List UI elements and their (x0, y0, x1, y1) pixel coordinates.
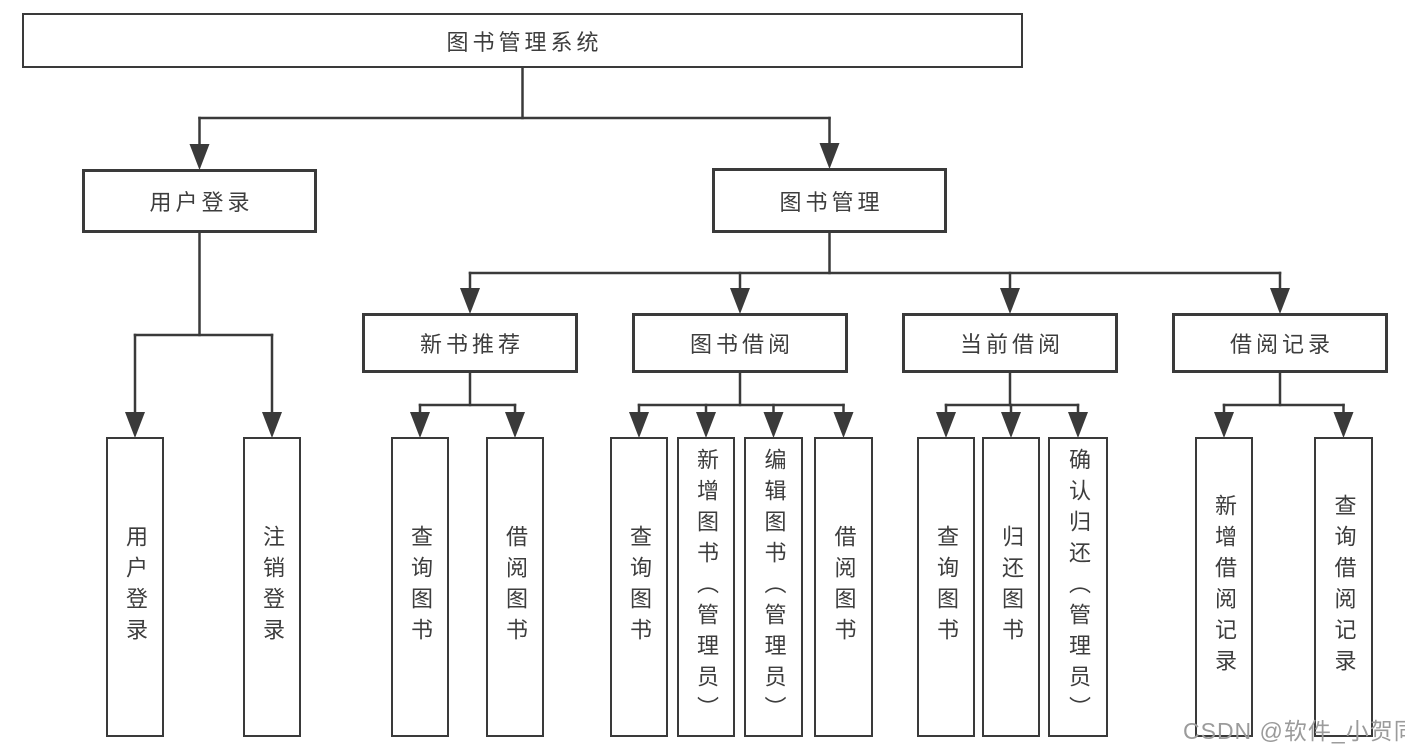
arrowhead-icon (763, 412, 784, 438)
node-label: 新增图书（管理员） (694, 447, 719, 727)
node-label: 编辑图书（管理员） (761, 447, 787, 727)
arrowhead-icon (410, 412, 430, 438)
node-label: 归还图书 (999, 525, 1024, 649)
arrowhead-icon (189, 144, 210, 170)
node-label: 查询借阅记录 (1331, 494, 1357, 680)
node-v-edit-book: 编辑图书（管理员） (744, 437, 803, 737)
arrowhead-icon (629, 412, 649, 438)
node-label: 查询图书 (408, 525, 433, 649)
node-label: 图书管理系统 (446, 29, 603, 55)
node-label: 图书管理 (779, 189, 884, 215)
node-v-borrow-books-a: 借阅图书 (486, 437, 544, 737)
node-label: 当前借阅 (959, 332, 1064, 357)
arrowhead-icon (730, 288, 750, 314)
node-label: 注销登录 (260, 525, 285, 649)
arrowhead-icon (936, 412, 956, 438)
node-v-return-book: 归还图书 (982, 437, 1040, 737)
arrowhead-icon (1214, 412, 1234, 438)
arrowhead-icon (819, 143, 840, 169)
node-label: 借阅图书 (503, 525, 528, 649)
node-v-add-record: 新增借阅记录 (1195, 437, 1253, 737)
node-label: 借阅记录 (1229, 332, 1334, 357)
node-label: 用户登录 (149, 190, 254, 215)
node-v-confirm-return: 确认归还（管理员） (1048, 437, 1108, 737)
node-borrow-record: 借阅记录 (1172, 313, 1388, 373)
node-v-query-books-c: 查询图书 (917, 437, 975, 737)
arrowhead-icon (505, 412, 525, 438)
arrowhead-icon (1068, 412, 1088, 438)
node-user-login: 用户登录 (82, 169, 317, 233)
node-new-book: 新书推荐 (362, 313, 578, 373)
node-label: 确认归还（管理员） (1066, 447, 1091, 727)
arrowhead-icon (1333, 412, 1354, 438)
arrowhead-icon (696, 412, 716, 438)
node-book-mgmt: 图书管理 (712, 168, 947, 233)
node-label: 图书借阅 (689, 332, 794, 357)
node-label: 新增借阅记录 (1212, 494, 1237, 680)
arrowhead-icon (125, 412, 145, 438)
node-v-add-book: 新增图书（管理员） (677, 437, 735, 737)
node-root: 图书管理系统 (22, 13, 1023, 68)
node-v-query-books-a: 查询图书 (391, 437, 449, 737)
node-label: 用户登录 (123, 525, 148, 649)
node-v-borrow-books-b: 借阅图书 (814, 437, 873, 737)
arrowhead-icon (1270, 288, 1290, 314)
node-v-user-login: 用户登录 (106, 437, 164, 737)
node-label: 查询图书 (627, 525, 652, 649)
arrowhead-icon (1001, 412, 1021, 438)
node-book-borrow: 图书借阅 (632, 313, 848, 373)
node-v-query-record: 查询借阅记录 (1314, 437, 1373, 737)
arrowhead-icon (460, 288, 480, 314)
node-v-logout: 注销登录 (243, 437, 301, 737)
arrowhead-icon (833, 412, 854, 438)
watermark-text: CSDN @软件_小贺同学 (1183, 718, 1405, 744)
node-current-borrow: 当前借阅 (902, 313, 1118, 373)
node-label: 借阅图书 (831, 525, 857, 649)
arrowhead-icon (1000, 288, 1020, 314)
node-label: 新书推荐 (419, 332, 524, 357)
node-label: 查询图书 (934, 525, 959, 649)
node-v-query-books-b: 查询图书 (610, 437, 668, 737)
arrowhead-icon (262, 412, 282, 438)
